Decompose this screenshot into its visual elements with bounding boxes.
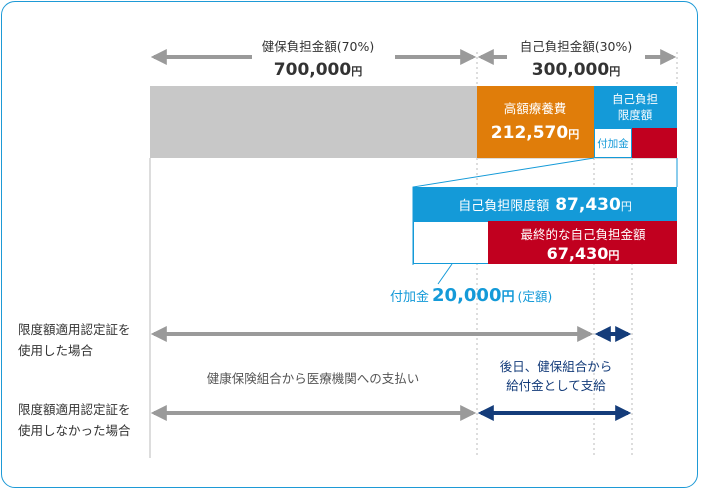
detail-final-bar: [488, 221, 677, 264]
with-cert-label-line2: 使用した場合: [18, 343, 94, 358]
limit-bar: [594, 86, 677, 128]
bar-bottom-edge: [476, 158, 677, 159]
additional-callout-line: [437, 263, 453, 285]
insurance-share-label: 健保負担金額(70%): [262, 39, 375, 54]
detail-final-label: 最終的な自己負担金額: [520, 227, 646, 242]
insurance-share-bar: [150, 86, 477, 158]
insurance-share-amount: 700,000円: [274, 60, 362, 80]
self-share-label: 自己負担金額(30%): [520, 39, 633, 54]
detail-limit-bar: [413, 187, 677, 221]
without-cert-label-line1: 限度額適用認定証を: [18, 402, 131, 417]
without-cert-label-line2: 使用しなかった場合: [18, 423, 131, 438]
limit-label-line2: 限度額: [618, 108, 653, 122]
self-share-amount: 300,000円: [532, 60, 620, 80]
detail-final-amount: 67,430円: [547, 244, 620, 263]
high-cost-amount: 212,570円: [491, 123, 579, 143]
detail-additional-box: [413, 221, 489, 264]
later-note-line2: 給付金として支給: [506, 378, 606, 393]
later-note-line1: 後日、健保組合から: [500, 359, 613, 374]
with-cert-label-line1: 限度額適用認定証を: [18, 322, 131, 337]
high-cost-label: 高額療養費: [504, 101, 567, 116]
final-segment: [632, 128, 677, 158]
additional-segment-label: 付加金: [597, 137, 629, 150]
limit-label-line1: 自己負担: [612, 92, 658, 106]
payment-note: 健康保険組合から医療機関への支払い: [207, 371, 420, 386]
high-cost-bar: [477, 86, 594, 158]
additional-segment: [594, 128, 632, 158]
